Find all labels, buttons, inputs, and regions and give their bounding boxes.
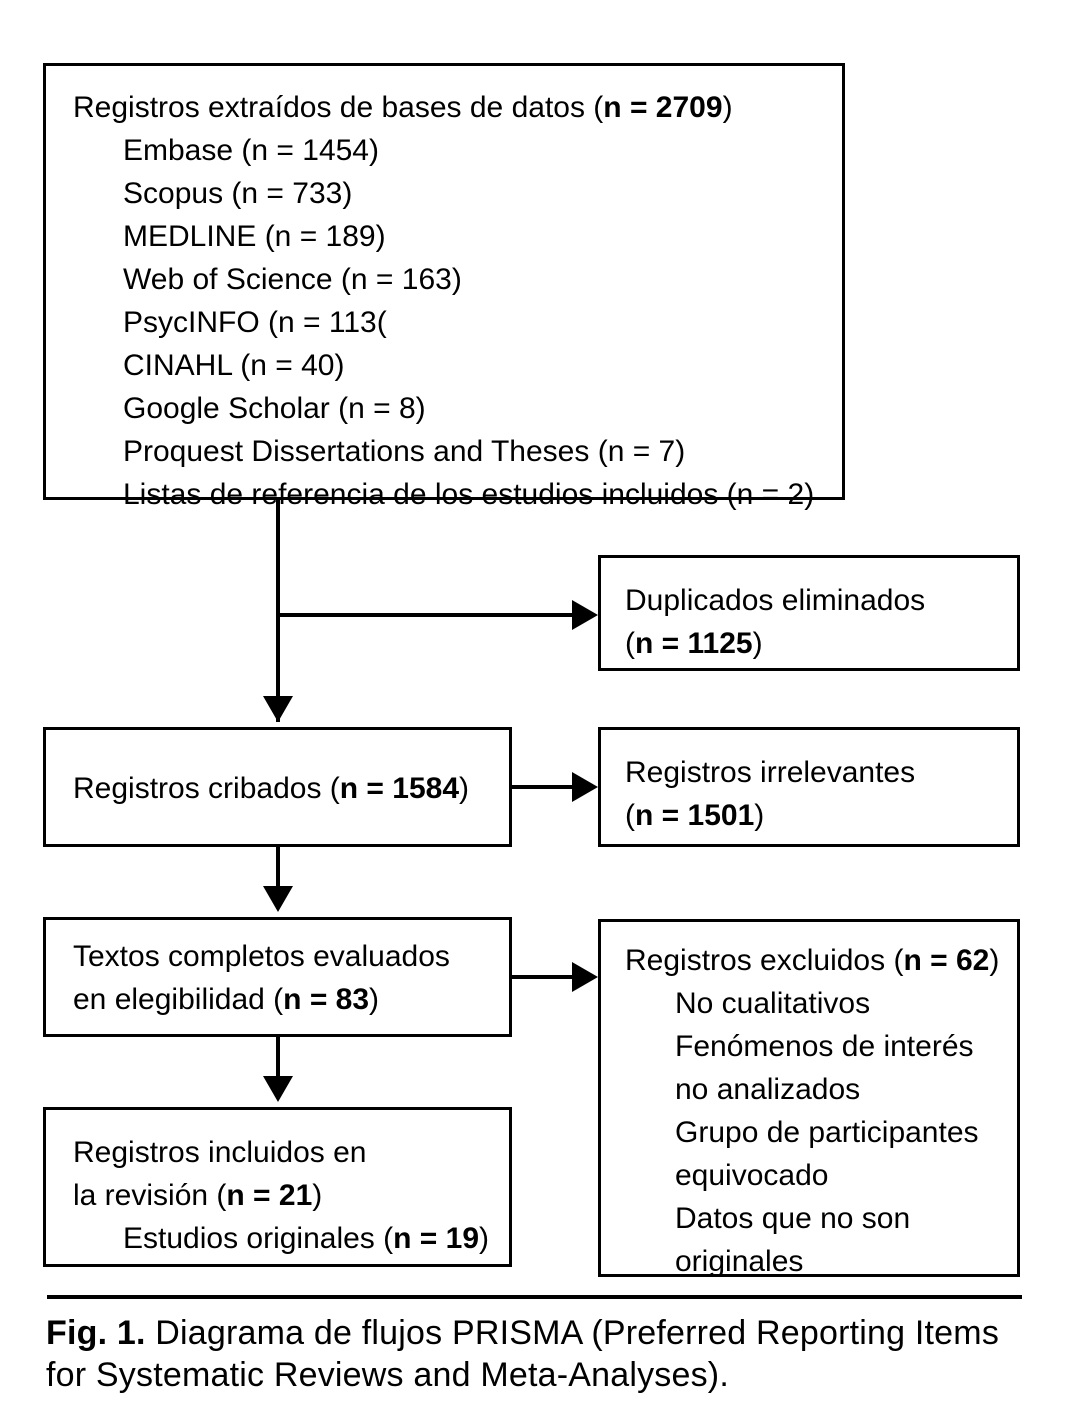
source-item: Web of Science (n = 163) [123, 263, 462, 296]
caption-divider-rule [47, 1295, 1022, 1299]
identification-heading-prefix: Registros extraídos de bases de datos ( [73, 91, 604, 124]
connector-to-duplicates-arrow-icon [572, 600, 598, 630]
connector-screened-to-eligibility-line [276, 847, 280, 891]
included-count: n = 21 [226, 1179, 313, 1212]
records-irrelevant-text: Registros irrelevantes (n = 1501) [625, 751, 1017, 837]
exclusion-reason: equivocado [675, 1159, 829, 1192]
eligibility-count-prefix: en elegibilidad ( [73, 983, 284, 1016]
source-item: CINAHL (n = 40) [123, 349, 345, 382]
duplicates-count-line: (n = 1125) [625, 622, 1017, 665]
duplicates-count: n = 1125 [635, 627, 753, 660]
duplicates-count-suffix: ) [752, 627, 763, 660]
exclusion-reason: Datos que no son [675, 1202, 911, 1235]
connector-eligibility-to-included-arrow-icon [263, 1076, 293, 1102]
irrelevant-count-line: (n = 1501) [625, 794, 1017, 837]
figure-caption: Fig. 1. Diagrama de flujos PRISMA (Prefe… [46, 1312, 1046, 1396]
identification-heading-count: n = 2709 [603, 91, 723, 124]
exclusion-reason: originales [675, 1245, 804, 1278]
included-line2: la revisión (n = 21) [73, 1174, 509, 1217]
full-text-eligibility-box: Textos completos evaluados en elegibilid… [43, 917, 512, 1037]
excluded-heading: Registros excluidos (n = 62) [625, 939, 1017, 982]
connector-to-excluded-line [512, 975, 576, 979]
irrelevant-label: Registros irrelevantes [625, 756, 916, 789]
source-item: MEDLINE (n = 189) [123, 220, 386, 253]
excluded-heading-suffix: ) [989, 944, 1000, 977]
records-screened-suffix: ) [459, 772, 470, 805]
included-count-prefix: la revisión ( [73, 1179, 227, 1212]
included-count-suffix: ) [312, 1179, 323, 1212]
eligibility-count-suffix: ) [369, 983, 380, 1016]
connector-identification-to-screened-arrow-icon [263, 696, 293, 722]
irrelevant-count-prefix: ( [625, 799, 635, 832]
records-screened-box: Registros cribados (n = 1584) [43, 727, 512, 847]
connector-screened-to-eligibility-arrow-icon [263, 886, 293, 912]
exclusion-reason: no analizados [675, 1073, 861, 1106]
records-excluded-text: Registros excluidos (n = 62) No cualitat… [625, 939, 1017, 1283]
source-item: Proquest Dissertations and Theses (n = 7… [123, 435, 686, 468]
connector-identification-to-screened-line [276, 500, 280, 722]
identification-box-text: Registros extraídos de bases de datos (n… [73, 86, 842, 516]
duplicates-label: Duplicados eliminados [625, 584, 926, 617]
records-screened-line: Registros cribados (n = 1584) [73, 767, 509, 810]
connector-eligibility-to-included-line [276, 1037, 280, 1081]
exclusion-reason: Fenómenos de interés [675, 1030, 974, 1063]
excluded-heading-prefix: Registros excluidos ( [625, 944, 904, 977]
duplicates-removed-text: Duplicados eliminados (n = 1125) [625, 579, 1017, 665]
source-item: Google Scholar (n = 8) [123, 392, 426, 425]
records-screened-text: Registros cribados (n = 1584) [73, 767, 509, 810]
original-studies-prefix: Estudios originales ( [123, 1222, 394, 1255]
identification-heading-suffix: ) [722, 91, 733, 124]
identification-box: Registros extraídos de bases de datos (n… [43, 63, 845, 511]
records-screened-prefix: Registros cribados ( [73, 772, 340, 805]
source-item: PsycINFO (n = 113( [123, 306, 387, 339]
included-line1: Registros incluidos en [73, 1136, 367, 1169]
source-item: Listas de referencia de los estudios inc… [123, 478, 815, 511]
exclusion-reason: No cualitativos [675, 987, 871, 1020]
records-included-box: Registros incluidos en la revisión (n = … [43, 1107, 512, 1267]
source-item: Embase (n = 1454) [123, 134, 379, 167]
figure-caption-text: Diagrama de flujos PRISMA (Preferred Rep… [46, 1314, 1000, 1394]
connector-to-duplicates-line [276, 613, 576, 617]
eligibility-count: n = 83 [283, 983, 370, 1016]
records-excluded-box: Registros excluidos (n = 62) No cualitat… [598, 919, 1020, 1278]
duplicates-count-prefix: ( [625, 627, 635, 660]
exclusion-reason: Grupo de participantes [675, 1116, 979, 1149]
original-studies-suffix: ) [479, 1222, 490, 1255]
irrelevant-count-suffix: ) [754, 799, 765, 832]
irrelevant-count: n = 1501 [635, 799, 755, 832]
included-line3: Estudios originales (n = 19) [73, 1217, 509, 1260]
records-included-text: Registros incluidos en la revisión (n = … [73, 1131, 509, 1260]
duplicates-removed-box: Duplicados eliminados (n = 1125) [598, 555, 1020, 671]
records-irrelevant-box: Registros irrelevantes (n = 1501) [598, 727, 1020, 847]
original-studies-count: n = 19 [393, 1222, 480, 1255]
connector-to-excluded-arrow-icon [572, 962, 598, 992]
identification-heading: Registros extraídos de bases de datos (n… [73, 86, 842, 129]
connector-to-irrelevant-arrow-icon [572, 772, 598, 802]
connector-to-irrelevant-line [512, 785, 576, 789]
eligibility-line1: Textos completos evaluados [73, 940, 450, 973]
records-screened-count: n = 1584 [339, 772, 460, 805]
excluded-heading-count: n = 62 [903, 944, 990, 977]
eligibility-line2: en elegibilidad (n = 83) [73, 978, 509, 1021]
source-item: Scopus (n = 733) [123, 177, 353, 210]
full-text-eligibility-text: Textos completos evaluados en elegibilid… [73, 935, 509, 1021]
figure-label: Fig. 1. [46, 1314, 146, 1352]
